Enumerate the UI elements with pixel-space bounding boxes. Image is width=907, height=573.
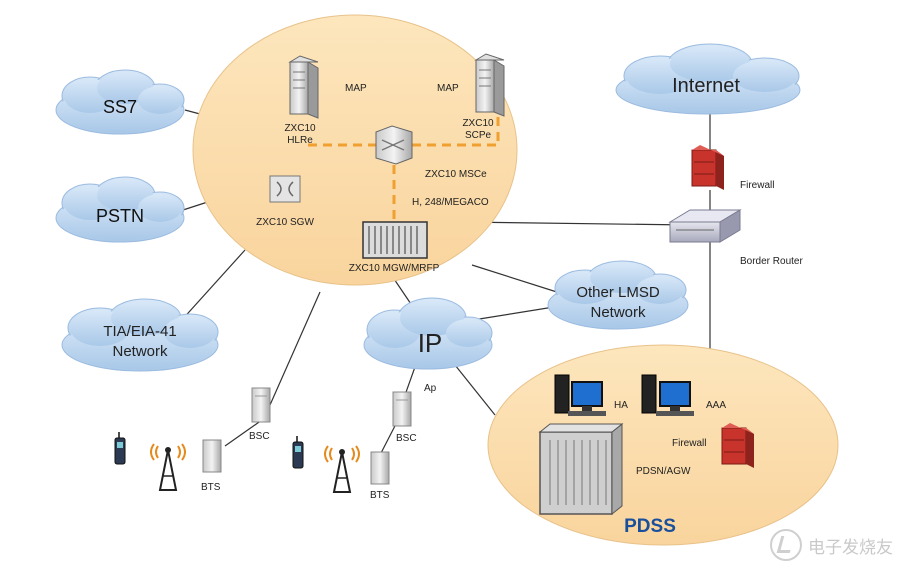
bts-left-icon [202,439,222,473]
bsc-mid-label: BSC [396,433,417,444]
pstn-label: PSTN [96,206,144,226]
other-lmsd-label-line2: Network [590,304,646,321]
mgw-label: ZXC10 MGW/MRFP [349,263,440,274]
border-router-icon [668,209,742,243]
msce-label: ZXC10 MSCe [425,169,487,180]
bsc-left-label: BSC [249,431,270,442]
dashed-msce-scpe [412,113,500,147]
other-lmsd-label-line1: Other LMSD [576,284,660,301]
link-core-other [471,264,561,294]
ha-computer-icon [554,374,606,416]
protocol-label: H, 248/MEGACO [412,197,489,208]
connection-lines [179,105,711,456]
hlre-label-line2: HLRe [287,135,313,146]
firewall-pdss-icon [721,423,754,468]
cloud-tia-network: TIA/EIA-41 Network [61,298,219,372]
link-ip-other [472,305,561,321]
cloud-pstn: PSTN [55,176,185,243]
bts-left-label: BTS [201,482,221,493]
pdsn-rack-icon [538,422,624,516]
aaa-label: AAA [706,400,726,411]
map-left-label: MAP [345,83,367,94]
hlre-server-icon [288,55,319,119]
ha-label: HA [614,400,628,411]
cloud-ip: IP [363,297,493,370]
sgw-icon [269,175,301,203]
mobile-phone-left-icon [114,432,126,465]
mobile-phone-mid-icon [292,436,304,469]
scpe-label-line2: SCPe [465,130,492,141]
core-network-ellipse [192,14,518,286]
tia-label-line1: TIA/EIA-41 [103,323,176,340]
mgw-rack-icon [362,221,428,259]
ip-label: IP [418,328,443,358]
watermark-logo-icon [770,529,802,561]
border-router-label: Border Router [740,256,803,267]
cloud-internet: Internet [615,43,801,115]
firewall-top-icon [691,145,724,190]
ss7-label: SS7 [103,97,137,117]
pdsn-label: PDSN/AGW [636,466,691,477]
bts-mid-icon [370,451,390,485]
firewall-pdss-label: Firewall [672,438,706,449]
cloud-other-lmsd: Other LMSD Network [547,260,689,330]
scpe-server-icon [474,53,505,117]
map-right-label: MAP [437,83,459,94]
link-tia-core [179,249,246,323]
antenna-tower-left-icon [150,443,186,491]
link-bsc-bts-left [224,419,263,447]
watermark: 电子发烧友 [770,529,893,561]
scpe-label-line1: ZXC10 [462,118,494,129]
bts-mid-label: BTS [370,490,390,501]
tia-label-line2: Network [112,343,168,360]
hlre-label-line1: ZXC10 [284,123,316,134]
bsc-left-icon [251,387,271,423]
link-core-router [461,221,691,226]
link-ip-bsc-mid [404,366,416,396]
pdss-title: PDSS [624,516,676,537]
bsc-mid-icon [392,391,412,427]
msce-switch-icon [375,125,413,165]
internet-label: Internet [672,75,740,97]
watermark-text: 电子发烧友 [808,537,893,558]
ap-label: Ap [424,383,437,394]
sgw-label: ZXC10 SGW [256,217,314,228]
link-ip-pdss [454,364,496,416]
link-core-bsc-left [269,291,321,406]
aaa-computer-icon [641,374,694,416]
cloud-ss7: SS7 [55,69,185,135]
core-dashed-links [308,113,500,225]
antenna-tower-mid-icon [324,445,360,493]
firewall-top-label: Firewall [740,180,774,191]
